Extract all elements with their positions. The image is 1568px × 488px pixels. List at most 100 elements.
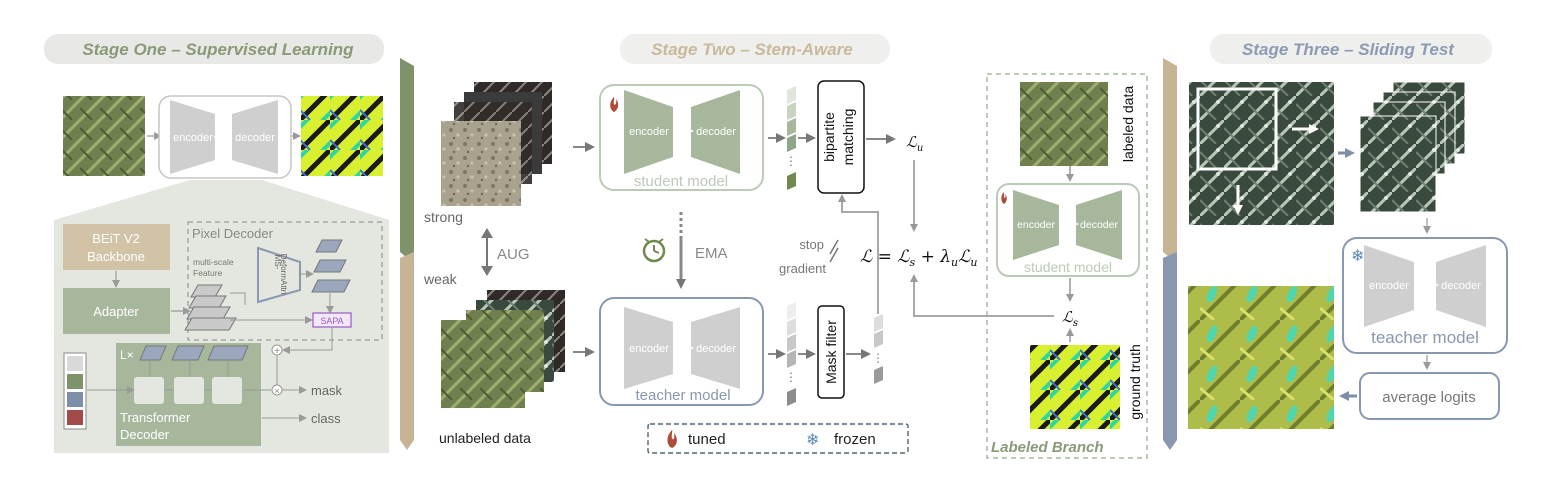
tuned-icon [610,97,619,112]
adapter-box [63,288,170,334]
legend [647,423,909,454]
decoder-shape [232,100,278,174]
segmentation-output [301,96,383,176]
legend-frozen-icon: ❄ [806,432,819,449]
decoder-layer-3 [212,377,242,404]
divider-2 [1163,58,1177,450]
clock-icon [642,238,666,263]
mask-filter-box [817,305,845,399]
stage-one-title: Stage One – Supervised Learning [82,40,354,59]
student-decoder-label: decoder [696,126,736,138]
pixel-decoder-box [187,221,383,341]
adapter-label: Adapter [93,304,139,319]
aug-label: AUG [497,246,530,263]
teacher-model-label: teacher model [635,387,730,404]
mask-filter-label: Mask filter [823,320,839,384]
strong-image-stack [441,82,552,206]
transformer-label-1: Transformer [120,410,191,425]
total-loss: ℒ = ℒs + λuℒu [860,247,977,269]
stage-two-title: Stage Two – Stem-Aware [651,40,853,59]
ms-deformattn-block [257,246,301,304]
decoder-layer-1 [134,377,164,404]
labeled-image [1020,82,1108,166]
weak-label: weak [423,271,458,287]
stage-three-title-bg [1210,34,1492,64]
repeat-label: L× [120,348,134,362]
query-parallelograms [139,345,249,361]
stage-one: Stage One – Supervised Learning encoder … [44,34,389,453]
final-prediction [1188,286,1334,429]
decoder-layer-2 [174,377,204,404]
test-image [1189,82,1334,225]
legend-tuned-label: tuned [688,431,726,448]
svg-text:⋮: ⋮ [785,370,797,384]
divider-1 [400,58,414,450]
labeled-data-label: labeled data [1120,86,1136,163]
teacher-encoder-label: encoder [629,343,669,355]
mask-label: mask [311,383,343,398]
average-logits-box [1359,372,1500,420]
ms-label-2: DeformAttn [279,254,288,294]
backbone-label-1: BEiT V2 [92,231,139,246]
stage-three-decoder-label: decoder [1441,280,1481,292]
bipartite-label-2: matching [840,109,856,166]
input-image [63,96,145,176]
svg-text:×: × [274,386,279,396]
encoder-shape [170,100,215,174]
labeled-branch-title: Labeled Branch [991,439,1104,456]
student-encoder-label: encoder [629,126,669,138]
multi-scale-feature-stack [184,284,237,331]
stage-one-title-bg [44,34,384,64]
student-model-label: student model [634,173,728,190]
backbone-box [63,224,170,270]
pixel-decoder-outputs [311,239,351,293]
student-predictions: ⋮ [785,86,797,190]
decoder-label: decoder [235,132,275,144]
teacher-model: encoder decoder teacher model [599,297,764,406]
backbone-label-2: Backbone [87,249,145,264]
weak-image-stack [441,290,565,408]
bipartite-label-1: bipartite [821,112,837,162]
class-label: class [311,411,341,426]
stage-two-title-bg [620,34,890,64]
crop-stack [1359,81,1466,213]
loss-u: ℒu [906,133,923,154]
labeled-decoder-label: decoder [1080,219,1118,231]
legend-frozen-label: frozen [834,431,876,448]
stage-three-teacher-model-label: teacher model [1371,328,1479,347]
sapa-box [312,312,352,328]
encoder-label: encoder [173,132,213,144]
stage-two: Stage Two – Stem-Aware strong weak AUG u… [423,34,977,454]
svg-text:+: + [274,346,280,357]
stage-three-encoder-label: encoder [1369,280,1409,292]
average-logits-label: average logits [1382,389,1475,406]
loss-s: ℒs [1062,308,1078,329]
stop-label: stop [799,237,824,252]
frozen-icon: ❄ [1351,248,1364,265]
pixel-decoder-label: Pixel Decoder [192,226,274,241]
labeled-branch: labeled data encoder decoder student mod… [910,73,1148,459]
stage-three: Stage Three – Sliding Test ❄ encoder dec… [1188,34,1508,429]
strong-label: strong [424,209,463,225]
filtered-predictions: ⋮ [872,314,884,384]
svg-text:⋮: ⋮ [872,351,884,365]
transformer-label-2: Decoder [120,427,170,442]
sliding-window [1196,87,1278,171]
ms-label-1: MS- [273,255,282,270]
add-node [271,344,283,356]
labeled-encoder-label: encoder [1017,219,1055,231]
teacher-predictions: ⋮ [785,302,797,406]
sapa-label: SAPA [320,316,343,326]
labeled-student-model-label: student model [1024,259,1112,275]
ground-truth-image [1030,345,1120,429]
unlabeled-data-label: unlabeled data [439,430,531,446]
labeled-branch-box [986,73,1148,459]
svg-text:⋮: ⋮ [785,154,797,168]
ground-truth-label: ground truth [1127,344,1143,420]
stage-one-model: encoder decoder [158,95,292,179]
feature-label-1: multi-scale [193,257,234,267]
legend-tuned-icon [667,430,677,448]
labeled-tuned-icon [1001,192,1007,204]
ema-label: EMA [695,245,728,262]
